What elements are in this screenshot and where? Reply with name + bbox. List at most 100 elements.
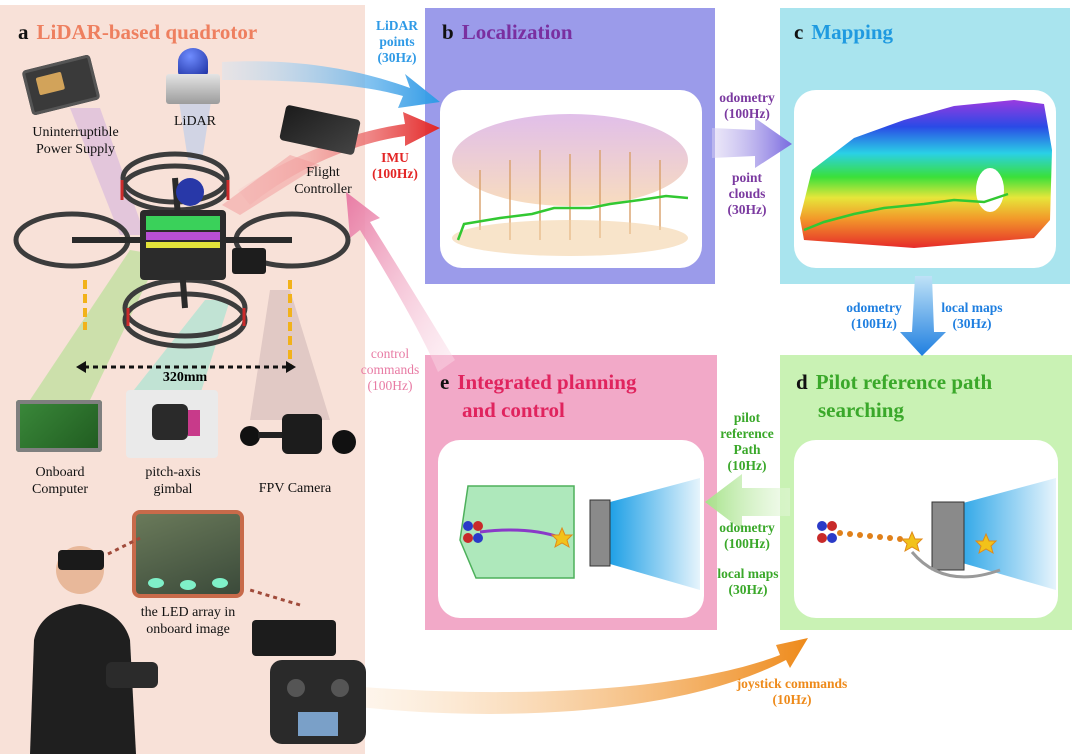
pilot-reference-path-label-line4: (10Hz) — [727, 458, 767, 473]
control-commands-label-line2: commands — [360, 362, 420, 377]
dimension-label: 320mm — [162, 370, 208, 385]
planning-control-diagram — [459, 478, 700, 590]
goal-star — [550, 526, 574, 549]
panel-b-letter: b — [442, 20, 454, 44]
panel-e-letter: e — [440, 370, 450, 394]
pilot-reference-path-label-line1: pilot — [733, 410, 761, 425]
quadrotor-drone-image — [13, 151, 351, 368]
onboard-computer-label-line1: Onboard — [35, 465, 85, 480]
flight-controller-label: Flight Controller — [278, 164, 368, 198]
odometry-c-to-d-label-line2: (100Hz) — [851, 316, 897, 331]
projected-goal-star — [900, 530, 924, 553]
gimbal-label: pitch-axis gimbal — [118, 464, 228, 498]
led-array-onboard-image — [132, 510, 244, 598]
led-array-label-line2: onboard image — [146, 622, 230, 637]
localization-point-cloud — [452, 114, 689, 256]
onboard-computer-label-line2: Computer — [32, 482, 88, 497]
lidar-points-label: LiDAR points (30Hz) — [362, 18, 432, 66]
mapping-voxel-map — [800, 100, 1052, 248]
reference-path-dots — [837, 530, 903, 542]
pitch-axis-gimbal-image — [126, 390, 218, 458]
point-clouds-label-line3: (30Hz) — [727, 202, 767, 217]
control-commands-label-line1: control — [370, 346, 410, 361]
panel-a-title-text: LiDAR-based quadrotor — [36, 20, 258, 44]
panel-b-title-text: Localization — [461, 20, 573, 44]
lidar-points-arrow — [222, 61, 440, 108]
camera-fov — [952, 478, 1056, 590]
mapping-trajectory — [803, 192, 1009, 232]
imu-label-line1: IMU — [381, 150, 409, 165]
pilot-reference-path-label-line2: reference — [720, 426, 774, 441]
point-clouds-label: point clouds (30Hz) — [712, 170, 782, 218]
led-array-label-line1: the LED array in — [140, 605, 236, 620]
computer-beam — [30, 250, 160, 400]
quadrotor-icon — [463, 521, 483, 543]
imu-arrow — [238, 112, 440, 205]
odometry-d-to-e-label: odometry (100Hz) — [712, 520, 782, 552]
localization-trajectory — [456, 194, 689, 241]
quadrotor-icon — [817, 521, 837, 543]
lidar-beam — [178, 95, 212, 160]
joystick-commands-label: joystick commands (10Hz) — [712, 676, 872, 708]
lidar-points-label-line3: (30Hz) — [377, 50, 417, 65]
imu-label: IMU (100Hz) — [360, 150, 430, 182]
odometry-c-to-d-label: odometry (100Hz) — [834, 300, 914, 332]
panel-c-title-text: Mapping — [811, 20, 894, 44]
pilot-path-arrow — [705, 474, 790, 530]
odometry-c-to-d-label-line1: odometry — [846, 300, 902, 315]
projection-arrow — [910, 551, 1001, 579]
mapping-view — [794, 90, 1056, 268]
onboard-computer-image — [16, 400, 102, 452]
odometry-b-to-c-label-line2: (100Hz) — [724, 106, 770, 121]
local-maps-d-to-e-label: local maps (30Hz) — [708, 566, 788, 598]
lidar-sensor-image — [160, 48, 226, 110]
joystick-commands-label-line2: (10Hz) — [772, 692, 812, 707]
panel-e-title-line1: Integrated planning — [457, 370, 637, 394]
pilot-reference-path-label: pilot reference Path (10Hz) — [712, 410, 782, 474]
local-maps-c-to-d-label-line2: (30Hz) — [952, 316, 992, 331]
local-maps-d-to-e-label-line1: local maps — [717, 566, 779, 581]
panel-e-title: e Integrated planning and control — [440, 368, 636, 424]
safe-corridor — [459, 485, 575, 579]
fpv-camera-image — [240, 410, 360, 460]
local-maps-c-to-d-label: local maps (30Hz) — [932, 300, 1012, 332]
imu-label-line2: (100Hz) — [372, 166, 418, 181]
ups-label: Uninterruptible Power Supply — [8, 124, 143, 158]
panel-b-title: b Localization — [442, 20, 573, 45]
point-clouds-label-line1: point — [731, 170, 762, 185]
joystick-controller-image — [249, 588, 366, 744]
ups-beam — [70, 108, 145, 235]
original-goal-star — [974, 532, 998, 555]
odometry-d-to-e-label-line2: (100Hz) — [724, 536, 770, 551]
planning-control-view — [438, 440, 704, 618]
local-maps-c-to-d-label-line1: local maps — [941, 300, 1003, 315]
camera-fov — [610, 478, 700, 590]
panel-d-letter: d — [796, 370, 808, 394]
dimension-arrow — [76, 361, 296, 373]
lidar-points-label-line2: points — [379, 34, 415, 49]
local-maps-d-to-e-label-line2: (30Hz) — [728, 582, 768, 597]
flight-controller-label-line2: Controller — [294, 182, 352, 197]
point-clouds-label-line2: clouds — [728, 186, 766, 201]
joystick-commands-label-line1: joystick commands — [736, 676, 848, 691]
joystick-commands-arrow — [350, 638, 808, 714]
gimbal-label-line1: pitch-axis — [145, 465, 201, 480]
drone-lidar-dome — [176, 178, 204, 206]
obstacle — [931, 501, 965, 571]
pilot-path-diagram — [817, 478, 1056, 590]
control-commands-label-line3: (100Hz) — [367, 378, 413, 393]
panel-d-title-line2: searching — [818, 398, 904, 422]
odometry-b-to-c-label-line1: odometry — [719, 90, 775, 105]
gimbal-label-line2: gimbal — [153, 482, 193, 497]
fpv-camera-label: FPV Camera — [258, 481, 332, 496]
control-commands-arrow — [346, 192, 455, 372]
pilot-path-view — [794, 440, 1058, 618]
panel-a-letter: a — [18, 20, 29, 44]
c-to-d-arrow — [900, 276, 946, 356]
odometry-b-to-c-arrow — [712, 118, 792, 168]
panel-e-title-line2: and control — [462, 398, 565, 422]
panel-a-title: a LiDAR-based quadrotor — [18, 20, 257, 45]
ups-label-line2: Power Supply — [36, 142, 115, 157]
